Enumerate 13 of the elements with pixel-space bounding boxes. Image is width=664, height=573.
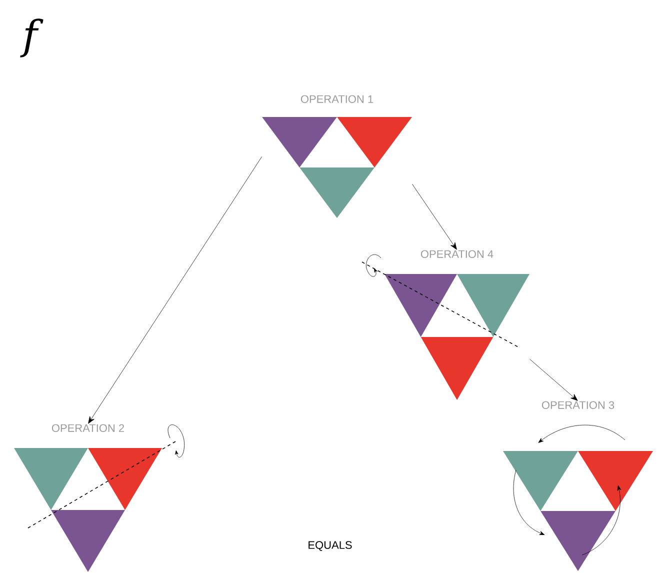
arrow xyxy=(412,184,457,250)
node-label: OPERATION 3 xyxy=(542,401,614,409)
node-label: OPERATION 2 xyxy=(52,424,124,432)
arrow xyxy=(88,156,262,424)
triangle-figure: OPERATION 3 xyxy=(503,401,653,571)
triangle-figure: OPERATION 2 xyxy=(14,424,162,572)
triangle-figure: OPERATION 4 xyxy=(384,250,530,400)
triangle-figure: OPERATION 1 xyxy=(262,95,412,218)
text-label: EQUALS xyxy=(308,541,352,551)
node-label: OPERATION 4 xyxy=(420,250,494,258)
panel-letter: f xyxy=(20,18,44,58)
node-label: OPERATION 1 xyxy=(300,95,374,103)
arrow xyxy=(530,358,578,401)
